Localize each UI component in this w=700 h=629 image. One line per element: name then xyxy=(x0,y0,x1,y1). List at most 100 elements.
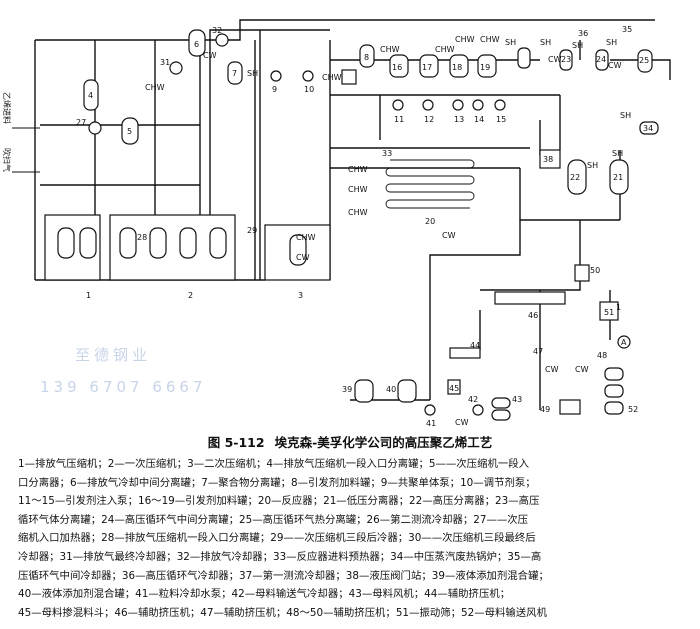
svg-text:25: 25 xyxy=(639,56,649,65)
legend-line: 压循环气中间冷却器；36—高压循环气冷却器；37—第一测流冷却器；38—液压阀门… xyxy=(18,569,549,582)
svg-text:31: 31 xyxy=(160,58,170,67)
valve-a xyxy=(617,335,631,349)
svg-text:27: 27 xyxy=(76,118,86,127)
initiator-tanks: 16 17 18 19 CHW CHW CHW CHW xyxy=(380,35,500,78)
svg-text:9: 9 xyxy=(272,85,277,94)
svg-text:CHW: CHW xyxy=(380,45,400,54)
svg-text:CW: CW xyxy=(203,51,217,60)
svg-text:49: 49 xyxy=(540,405,550,414)
svg-text:SH: SH xyxy=(620,111,631,120)
boiler-34 xyxy=(639,121,659,135)
svg-text:CHW: CHW xyxy=(348,185,368,194)
svg-text:SH: SH xyxy=(247,69,258,78)
svg-text:38: 38 xyxy=(543,155,553,164)
legend-line: 缩机入口加热器；28—排放气压缩机一段入口分离罐；29——次压缩机三段后冷器；3… xyxy=(18,532,536,545)
equipment-29: 29 xyxy=(247,226,257,235)
valve-station-38 xyxy=(539,149,561,169)
bank-3-chw: CHW xyxy=(296,233,316,242)
vessel-8: 8 xyxy=(359,44,375,68)
svg-text:11: 11 xyxy=(394,115,404,124)
svg-text:13: 13 xyxy=(454,115,464,124)
watermark-phone: 139 6707 6667 xyxy=(40,378,207,396)
equipment-28: 28 xyxy=(137,233,147,242)
watermark-company: 至德钢业 xyxy=(75,346,151,364)
svg-text:CW: CW xyxy=(548,55,562,64)
legend-line: 40—液体添加剂混合罐；41—粒料冷却水泵；42—母料输送气冷却器；43—母料风… xyxy=(18,588,511,601)
svg-text:SH: SH xyxy=(505,38,516,47)
svg-text:7: 7 xyxy=(232,69,237,78)
inlet-purge-label: 吹扫气 xyxy=(2,148,12,172)
cooler-31 xyxy=(169,61,183,75)
legend-line: 冷却器；31—排放气最终冷却器；32—排放气冷却器；33—反应器进料预热器；34… xyxy=(18,550,542,563)
svg-text:6: 6 xyxy=(194,40,199,49)
svg-text:SH: SH xyxy=(587,161,598,170)
svg-text:CHW: CHW xyxy=(455,35,475,44)
svg-text:50: 50 xyxy=(590,266,600,275)
figure-caption: 图 5-112 埃克森-美孚化学公司的高压聚乙烯工艺 xyxy=(0,432,700,451)
svg-text:1: 1 xyxy=(616,303,621,312)
compressor-bank-1: 1 xyxy=(44,214,101,300)
svg-text:CHW: CHW xyxy=(348,165,368,174)
svg-text:12: 12 xyxy=(424,115,434,124)
svg-text:40: 40 xyxy=(386,385,396,394)
bank-1-label: 1 xyxy=(86,291,91,300)
cooler-32 xyxy=(215,33,229,47)
svg-text:33: 33 xyxy=(382,149,392,158)
bank-2-label: 2 xyxy=(188,291,193,300)
hp-separator-22 xyxy=(567,159,587,195)
figure-number: 图 5-112 xyxy=(207,435,265,450)
svg-text:48: 48 xyxy=(597,351,607,360)
legend-line: 45—母料掺混料斗；46—辅助挤压机；47—辅助挤压机；48～50—辅助挤压机；… xyxy=(18,606,547,619)
svg-text:A: A xyxy=(621,338,627,347)
bank-3-label: 3 xyxy=(298,291,303,300)
svg-text:21: 21 xyxy=(613,173,623,182)
svg-text:20: 20 xyxy=(425,217,435,226)
svg-text:8: 8 xyxy=(364,53,369,62)
bank-3-cw: CW xyxy=(296,253,310,262)
pump-10 xyxy=(302,70,314,82)
legend-line: 1—排放气压缩机；2—一次压缩机；3—二次压缩机；4—排放气压缩机一段入口分离罐… xyxy=(18,458,530,470)
extrusion-train: 46 50 51 A 1 44 47 CW 48 CW 52 49 xyxy=(449,264,638,415)
extruder-44 xyxy=(449,347,481,359)
vessel-7: 7 SH xyxy=(227,61,258,85)
svg-text:CW: CW xyxy=(575,365,589,374)
svg-text:5: 5 xyxy=(127,127,132,136)
vessel-6: 6 xyxy=(188,29,206,57)
svg-text:CHW: CHW xyxy=(145,83,165,92)
figure-title: 埃克森-美孚化学公司的高压聚乙烯工艺 xyxy=(274,435,493,450)
legend-line: 口分离器；6—排放气冷却中间分离罐；7—聚合物分离罐；8—引发剂加料罐；9—共聚… xyxy=(18,476,536,489)
legend-line: 循环气体分离罐；24—高压循环气中间分离罐；25—高压循环气热分离罐；26—第二… xyxy=(18,513,529,526)
svg-text:CW: CW xyxy=(545,365,559,374)
svg-text:CW: CW xyxy=(455,418,469,427)
svg-text:43: 43 xyxy=(512,395,522,404)
svg-text:19: 19 xyxy=(480,63,490,72)
svg-text:SH: SH xyxy=(606,38,617,47)
svg-text:16: 16 xyxy=(392,63,402,72)
svg-text:CHW: CHW xyxy=(435,45,455,54)
vessel-5: 5 xyxy=(121,117,139,145)
svg-text:41: 41 xyxy=(426,419,436,428)
svg-text:42: 42 xyxy=(468,395,478,404)
svg-text:44: 44 xyxy=(470,341,480,350)
chw-exchanger xyxy=(341,69,357,85)
svg-text:51: 51 xyxy=(604,308,614,317)
svg-text:22: 22 xyxy=(570,173,580,182)
svg-text:CW: CW xyxy=(442,231,456,240)
svg-text:CW: CW xyxy=(608,61,622,70)
svg-text:CHW: CHW xyxy=(348,208,368,217)
compressor-bank-2: 2 28 xyxy=(109,214,236,300)
svg-text:52: 52 xyxy=(628,405,638,414)
svg-text:46: 46 xyxy=(528,311,538,320)
process-flow-diagram: 至德钢业 139 6707 6667 xyxy=(2,19,671,428)
vessel-4: 4 xyxy=(83,79,99,111)
svg-text:15: 15 xyxy=(496,115,506,124)
additive-section: 39 40 41 45 CW 42 43 xyxy=(342,379,522,428)
recycle-separators: 23 24 25 36 35 SH SH SH SH CW CW xyxy=(505,25,653,73)
svg-text:CHW: CHW xyxy=(480,35,500,44)
svg-text:39: 39 xyxy=(342,385,352,394)
injection-pumps: 11 12 13 14 15 xyxy=(392,99,506,124)
inlet-ethylene-label: 乙烯进料 xyxy=(2,92,12,124)
svg-text:SH: SH xyxy=(540,38,551,47)
pump-9 xyxy=(270,70,282,82)
svg-text:SH: SH xyxy=(612,149,623,158)
